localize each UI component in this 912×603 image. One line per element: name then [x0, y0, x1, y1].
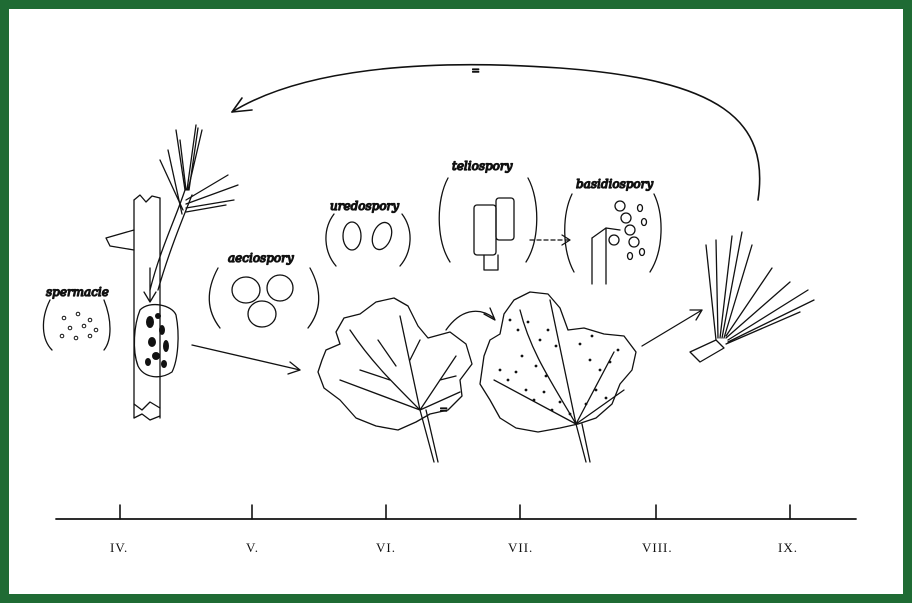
month-label: V. [246, 540, 259, 555]
arrow-leaf-to-pine [642, 310, 702, 346]
label-aeciospory: aeciospory [228, 251, 294, 265]
month-labels: IV. V. VI. VII. VIII. IX. [110, 540, 798, 555]
month-label: IX. [778, 540, 798, 555]
month-label: VII. [508, 540, 533, 555]
label-spermacie: spermacie [46, 285, 109, 299]
aecia-spots [145, 313, 169, 368]
teliospory-group [439, 178, 570, 270]
label-uredospory: uredospory [330, 199, 399, 213]
basidiospory-group [565, 194, 661, 284]
pine-stem-left [106, 125, 238, 420]
aeciospory-group [209, 268, 319, 328]
pine-twig-right [690, 232, 814, 362]
timeline-ticks [120, 505, 790, 519]
return-arrow [232, 65, 760, 200]
month-label: VIII. [642, 540, 673, 555]
arrow-leaf-to-leaf [446, 308, 495, 330]
label-basidiospory: basidiospory [576, 177, 653, 191]
leaf-2 [480, 292, 636, 462]
month-label: VI. [376, 540, 396, 555]
label-teliospory: teliospory [452, 159, 513, 173]
arrow-mark: = [472, 63, 480, 78]
leaf-mark: = [440, 402, 448, 417]
month-label: IV. [110, 540, 128, 555]
uredospory-group [326, 214, 410, 266]
leaf-1 [318, 298, 472, 462]
arrow-stem-to-leaf [192, 345, 300, 374]
spermacie-group [43, 300, 110, 350]
